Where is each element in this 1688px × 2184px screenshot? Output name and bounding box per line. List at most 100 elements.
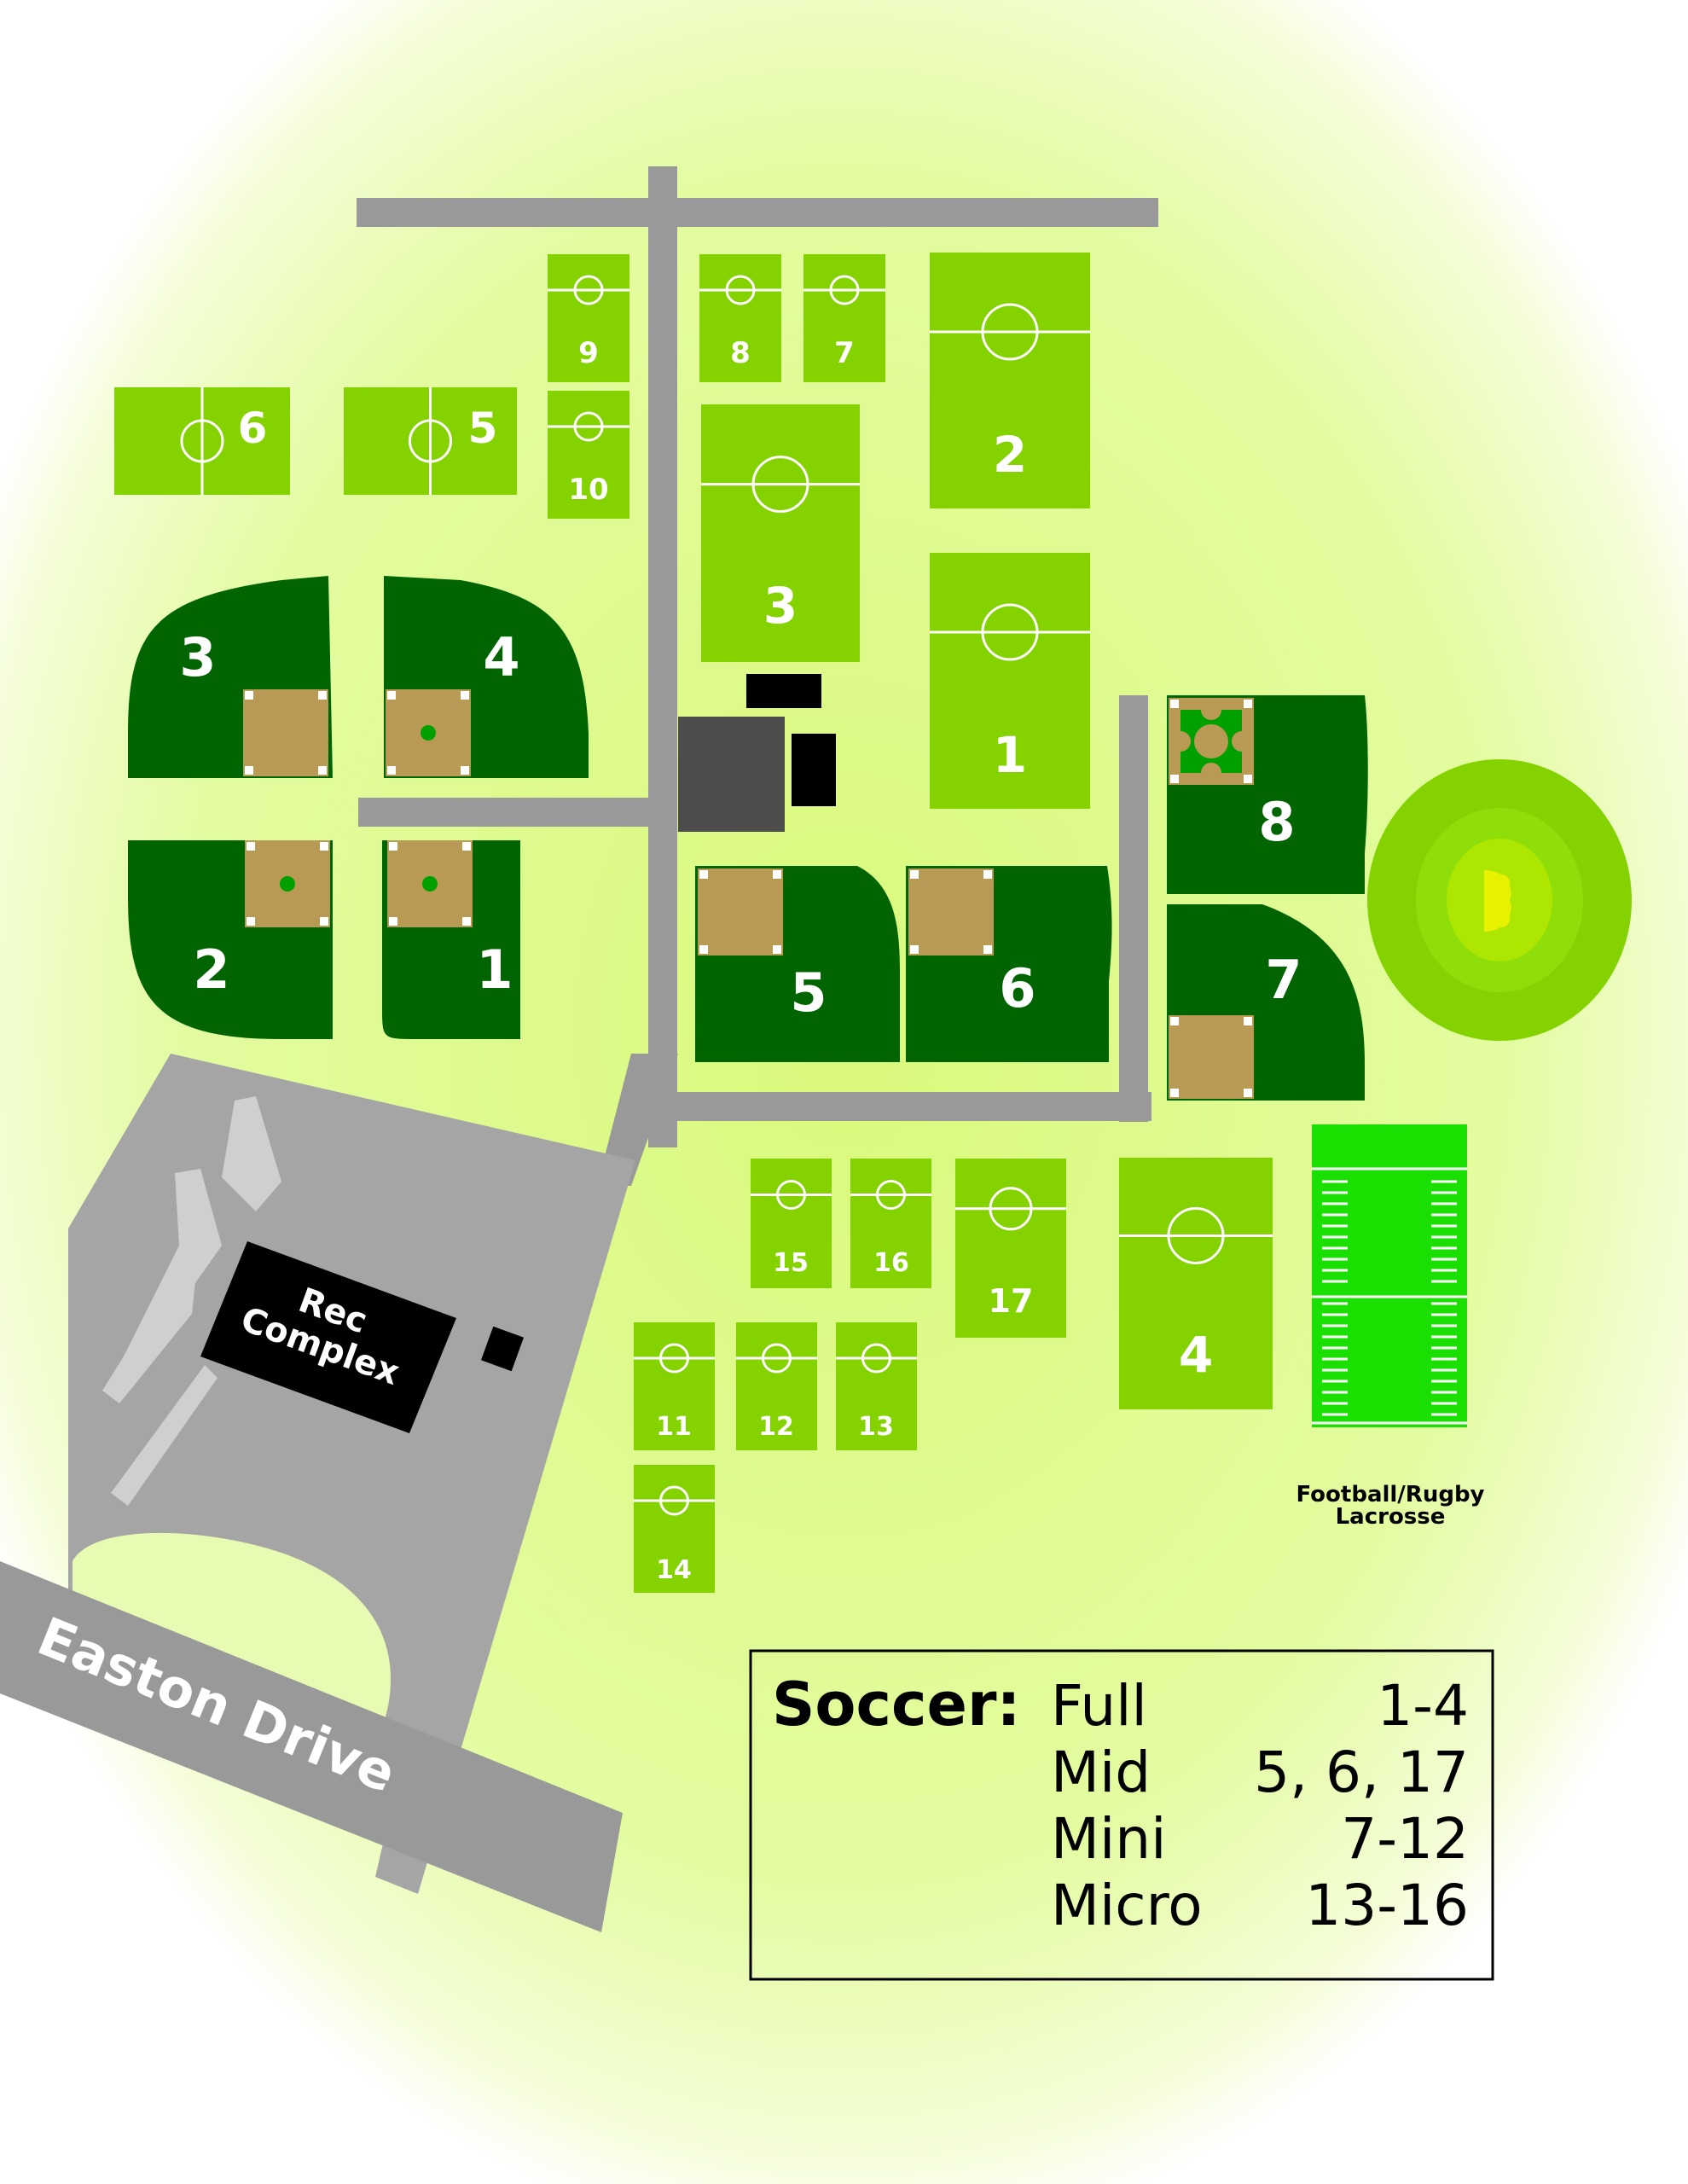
soccer-field-label: 11 — [656, 1412, 692, 1442]
base-cutout — [1201, 763, 1221, 783]
baseball-field-6: 6 — [906, 866, 1112, 1062]
legend-row-fields: 5, 6, 17 — [1254, 1740, 1469, 1805]
soccer-field-7: 7 — [803, 254, 885, 382]
soccer-center-circle — [876, 1180, 906, 1211]
base — [1244, 1017, 1252, 1025]
base — [247, 842, 255, 851]
soccer-center-circle — [861, 1343, 891, 1374]
soccer-field-label: 7 — [834, 336, 855, 370]
baseball-infield — [698, 868, 783, 956]
soccer-center-circle — [1167, 1206, 1225, 1264]
base — [318, 691, 327, 700]
base-cutout — [1232, 731, 1252, 752]
road-right-vertical — [1119, 695, 1148, 1122]
baseball-field-label: 6 — [999, 957, 1035, 1019]
base — [1244, 1089, 1252, 1097]
soccer-center-circle — [573, 411, 604, 442]
pitchers-mound — [1194, 724, 1228, 758]
soccer-field-11: 11 — [634, 1322, 715, 1450]
base — [1244, 700, 1252, 708]
soccer-field-label: 15 — [773, 1248, 809, 1278]
baseball-infield — [1169, 1015, 1254, 1099]
football-label-line2: Lacrosse — [1336, 1504, 1446, 1530]
soccer-field-15: 15 — [751, 1159, 832, 1288]
roads — [357, 166, 1158, 1186]
soccer-field-label: 3 — [763, 577, 798, 635]
baseball-field-3: 3 — [128, 576, 333, 778]
rec-complex-building — [200, 1241, 456, 1433]
pitchers-mound — [422, 876, 438, 892]
soccer-field-turf — [930, 253, 1090, 508]
base — [387, 691, 396, 700]
road-top — [357, 198, 1158, 227]
football-label-line1: Football/Rugby — [1296, 1482, 1484, 1507]
football-turf — [1312, 1124, 1467, 1427]
base — [699, 945, 708, 954]
base — [247, 917, 255, 926]
central-buildings — [678, 674, 836, 832]
base — [1244, 775, 1252, 783]
soccer-field-5: 5 — [344, 387, 517, 495]
pitchers-mound — [421, 725, 436, 741]
base — [389, 917, 397, 926]
legend-row-fields: 13-16 — [1305, 1873, 1469, 1938]
parking-strip — [102, 1233, 200, 1403]
base — [773, 870, 781, 879]
base — [910, 870, 919, 879]
yard-lines — [1312, 1167, 1467, 1425]
baseball-infield — [243, 689, 328, 776]
soccer-center-circle — [180, 419, 224, 463]
soccer-field-label: 4 — [1179, 1326, 1213, 1384]
legend-box — [749, 1649, 1494, 1981]
baseball-field-7: 7 — [1167, 904, 1365, 1101]
soccer-field-label: 17 — [989, 1282, 1034, 1320]
soccer-center-circle — [829, 275, 860, 305]
soccer-center-circle — [989, 1187, 1033, 1231]
road-main-vertical — [648, 166, 677, 1147]
base — [1170, 1089, 1179, 1097]
soccer-field-8: 8 — [699, 254, 781, 382]
base-cutout — [1170, 731, 1191, 752]
parking-island — [73, 1532, 392, 1757]
soccer-field-14: 14 — [634, 1465, 715, 1593]
base — [1170, 775, 1179, 783]
baseball-field-2: 2 — [128, 840, 333, 1039]
soccer-center-circle — [659, 1485, 689, 1516]
soccer-field-turf — [930, 553, 1090, 809]
pitchers-mound — [280, 876, 295, 892]
soccer-center-circle — [981, 603, 1039, 661]
easton-drive-road — [0, 1561, 623, 1932]
soccer-center-circle — [659, 1343, 689, 1374]
base — [320, 842, 328, 851]
parking-lot-area — [68, 1054, 635, 1894]
soccer-center-circle — [776, 1180, 806, 1211]
baseball-field-label: 2 — [193, 938, 229, 1001]
soccer-field-3: 3 — [701, 404, 860, 662]
legend-row-name: Full — [1051, 1673, 1147, 1739]
baseball-field-label: 5 — [790, 961, 827, 1024]
small-building — [480, 1326, 525, 1372]
base — [245, 766, 253, 775]
baseball-field-label: 1 — [476, 938, 513, 1001]
soccer-field-label: 10 — [568, 473, 608, 507]
stadium-oval — [1367, 759, 1632, 1041]
concession-building — [678, 717, 785, 832]
soccer-field-label: 8 — [730, 336, 751, 370]
base — [910, 945, 919, 954]
base — [387, 766, 396, 775]
soccer-center-circle — [409, 419, 452, 463]
soccer-field-label: 5 — [468, 404, 498, 453]
oval-center-mark — [1488, 874, 1510, 927]
base — [983, 945, 992, 954]
soccer-field-label: 1 — [993, 726, 1027, 784]
legend-title: Soccer: — [772, 1670, 1020, 1740]
football-field — [1312, 1124, 1467, 1427]
building-small-2 — [792, 734, 836, 806]
baseball-field-8: 8 — [1167, 695, 1368, 894]
parking-strip — [111, 1365, 218, 1506]
soccer-field-9: 9 — [548, 254, 629, 382]
